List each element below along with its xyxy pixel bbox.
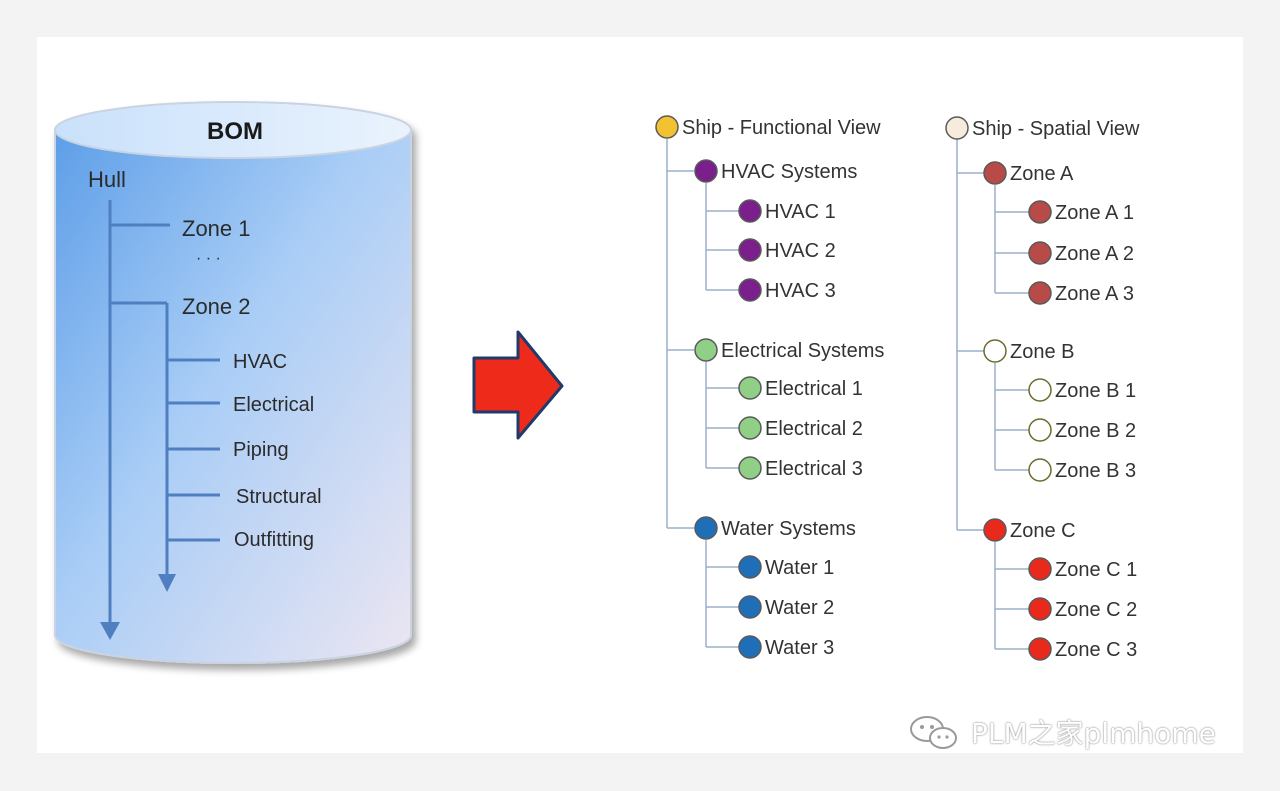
spatial-item-label: Zone A 3	[1055, 283, 1134, 305]
wechat-icon	[910, 716, 957, 749]
spatial-group-label: Zone B	[1010, 341, 1074, 363]
spatial-item-node-icon	[1028, 378, 1052, 402]
diagram-svg: BOM Hull Zone 1 · · · Zone 2 HVAC Electr…	[54, 101, 1140, 664]
bom-subsystem-label: Piping	[233, 439, 289, 461]
bom-subsystem-label: Structural	[236, 486, 322, 508]
spatial-group-label: Zone C	[1010, 520, 1076, 542]
functional-group-node-icon	[694, 159, 718, 183]
bom-zone1-label: Zone 1	[182, 216, 251, 241]
functional-item-label: Electrical 2	[765, 418, 863, 440]
functional-item-label: Electrical 3	[765, 458, 863, 480]
zone2-arrow-head	[158, 574, 176, 592]
spatial-item-node-icon	[1028, 458, 1052, 482]
spatial-item-label: Zone B 2	[1055, 420, 1136, 442]
functional-item-label: Water 2	[765, 597, 834, 619]
spatial-item-node-icon	[1028, 241, 1052, 265]
functional-group-label: HVAC Systems	[721, 161, 857, 183]
spatial-item-label: Zone C 2	[1055, 599, 1137, 621]
spatial-item-label: Zone A 1	[1055, 202, 1134, 224]
bom-subsystem-label: Electrical	[233, 394, 314, 416]
spatial-group-label: Zone A	[1010, 163, 1074, 185]
spatial-item-label: Zone B 1	[1055, 380, 1136, 402]
watermark: PLM之家plmhome	[905, 712, 1216, 752]
functional-item-node-icon	[738, 416, 762, 440]
functional-item-label: HVAC 2	[765, 240, 836, 262]
functional-item-label: HVAC 3	[765, 280, 836, 302]
functional-tree-lines	[666, 139, 740, 648]
bom-hull-label: Hull	[88, 167, 126, 192]
conversion-arrow-icon	[472, 330, 564, 440]
functional-root-node-icon	[655, 115, 679, 139]
spatial-group-node-icon	[983, 518, 1007, 542]
bom-cylinder	[54, 101, 412, 664]
spatial-item-label: Zone C 1	[1055, 559, 1137, 581]
functional-item-node-icon	[738, 456, 762, 480]
spatial-item-label: Zone B 3	[1055, 460, 1136, 482]
functional-group-label: Water Systems	[721, 518, 856, 540]
functional-item-node-icon	[738, 635, 762, 659]
bom-ellipsis: · · ·	[196, 250, 221, 267]
functional-item-node-icon	[738, 555, 762, 579]
bom-subsystem-label: Outfitting	[234, 529, 314, 551]
functional-item-label: Water 3	[765, 637, 834, 659]
spatial-item-node-icon	[1028, 557, 1052, 581]
bom-title: BOM	[207, 118, 263, 145]
functional-group-label: Electrical Systems	[721, 340, 884, 362]
spatial-item-node-icon	[1028, 418, 1052, 442]
functional-item-node-icon	[738, 278, 762, 302]
spatial-item-label: Zone C 3	[1055, 639, 1137, 661]
hull-arrow-head	[100, 622, 120, 640]
watermark-text: PLM之家plmhome	[971, 717, 1216, 750]
spatial-item-node-icon	[1028, 281, 1052, 305]
functional-item-node-icon	[738, 199, 762, 223]
spatial-item-node-icon	[1028, 200, 1052, 224]
functional-item-node-icon	[738, 595, 762, 619]
bom-zone2-label: Zone 2	[182, 294, 251, 319]
spatial-group-node-icon	[983, 339, 1007, 363]
spatial-root-node-icon	[945, 116, 969, 140]
functional-item-label: Electrical 1	[765, 378, 863, 400]
spatial-group-node-icon	[983, 161, 1007, 185]
functional-item-label: HVAC 1	[765, 201, 836, 223]
functional-item-node-icon	[738, 376, 762, 400]
functional-item-node-icon	[738, 238, 762, 262]
spatial-tree-lines	[956, 139, 1029, 650]
bom-subsystem-label: HVAC	[233, 351, 287, 373]
spatial-root-label: Ship - Spatial View	[972, 118, 1140, 140]
functional-group-node-icon	[694, 516, 718, 540]
spatial-item-node-icon	[1028, 637, 1052, 661]
functional-root-label: Ship - Functional View	[682, 117, 881, 139]
functional-item-label: Water 1	[765, 557, 834, 579]
bom-tree-lines	[100, 200, 220, 640]
diagram-canvas: BOM Hull Zone 1 · · · Zone 2 HVAC Electr…	[37, 37, 1243, 753]
spatial-item-node-icon	[1028, 597, 1052, 621]
spatial-item-label: Zone A 2	[1055, 243, 1134, 265]
functional-group-node-icon	[694, 338, 718, 362]
